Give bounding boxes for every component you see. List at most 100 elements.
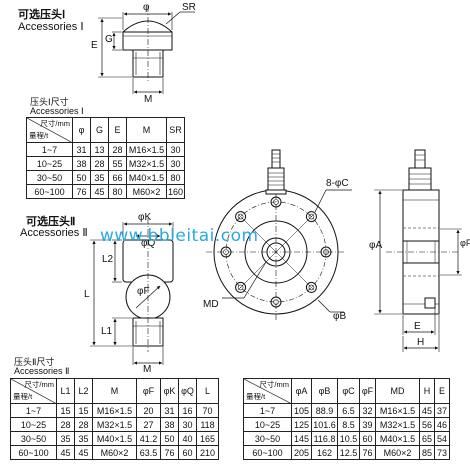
table-cell: 28 xyxy=(108,142,127,157)
cable-gland xyxy=(267,167,285,191)
hole-spec-label: 8-φC xyxy=(326,178,349,189)
table-cell: M40×1.5 xyxy=(126,170,167,185)
range-cell: 60~100 xyxy=(10,445,57,460)
table-row: 10~25 38 28 55 M32×1.5 30 xyxy=(26,156,185,171)
table-cell: M40×1.5 xyxy=(375,431,420,446)
table-2-header: L xyxy=(196,378,219,404)
table-cell: M16×1.5 xyxy=(126,142,167,157)
table-1-header: E xyxy=(108,117,127,143)
table-3-header: φA xyxy=(291,378,312,404)
table-cell: M40×1.5 xyxy=(92,431,137,446)
table-cell: 85 xyxy=(419,445,435,460)
table-cell: 70 xyxy=(196,403,219,418)
table-cell: M60×2 xyxy=(375,445,420,460)
table-cell: 60 xyxy=(178,445,197,460)
table-1-corner-top: 尺寸/mm xyxy=(40,119,70,128)
table-cell: 6.5 xyxy=(337,403,360,418)
table-cell: 105 xyxy=(291,403,312,418)
dim-l2-label: L2 xyxy=(102,254,114,265)
range-cell: 1~7 xyxy=(26,142,73,157)
table-row: 30~50 145 116.8 10.5 60 M40×1.5 65 54 xyxy=(243,431,450,446)
table-2-header: M xyxy=(92,378,137,404)
accessory-2-title-en: Accessories Ⅱ xyxy=(20,227,88,239)
table-cell: 30 xyxy=(166,142,185,157)
table-3-header: MD xyxy=(375,378,420,404)
table-cell: 38 xyxy=(72,156,91,171)
cap-body xyxy=(122,31,173,51)
table-cell: 65 xyxy=(419,431,435,446)
table-2-corner-bottom: 量程/t xyxy=(13,392,33,401)
table-1-caption-en: Accessories Ⅰ xyxy=(30,106,84,116)
table-1-caption-cn: 压头Ⅰ尺寸 xyxy=(30,97,69,107)
table-cell: 73 xyxy=(434,445,450,460)
table-row: 30~50 35 35 M40×1.5 41.2 50 40 165 xyxy=(10,431,219,446)
table-cell: 16 xyxy=(178,403,197,418)
range-cell: 1~7 xyxy=(10,403,57,418)
table-cell: 88.9 xyxy=(311,403,338,418)
table-cell: 39 xyxy=(359,417,376,432)
table-2-header: φQ xyxy=(178,378,197,404)
accessory-1-title-en: Accessories Ⅰ xyxy=(18,21,84,33)
phib-label: φB xyxy=(333,311,347,322)
table-cell: 205 xyxy=(291,445,312,460)
side-e-label: E xyxy=(414,321,421,332)
table-row: 60~100 45 45 M60×2 63.5 76 60 210 xyxy=(10,445,219,460)
table-cell: 31 xyxy=(160,403,179,418)
table-cell: 13 xyxy=(90,142,109,157)
load-cell-table: 尺寸/mm 量程/t φA φB φC φF MD H E 1~7 105 88… xyxy=(243,378,450,460)
table-1-header: SR xyxy=(166,117,185,143)
side-h-label: H xyxy=(417,337,425,348)
side-phif-label: φF xyxy=(460,238,470,248)
table-cell: 50 xyxy=(160,431,179,446)
table-cell: 45 xyxy=(419,403,435,418)
table-cell: 45 xyxy=(74,445,93,460)
table-cell: 12.5 xyxy=(337,445,360,460)
table-2-corner: 尺寸/mm 量程/t xyxy=(10,378,57,404)
table-cell: 60 xyxy=(359,431,376,446)
md-label: MD xyxy=(203,299,219,310)
table-cell: 80 xyxy=(166,170,185,185)
watermark: www.bbleitai.com xyxy=(100,226,259,246)
table-cell: 118 xyxy=(196,417,219,432)
table-cell: 28 xyxy=(56,417,75,432)
dim-phik-label: φK xyxy=(138,212,152,223)
table-3-header: φC xyxy=(337,378,360,404)
table-cell: 66 xyxy=(108,170,127,185)
dim-m-label: M xyxy=(144,94,153,105)
table-cell: M16×1.5 xyxy=(92,403,137,418)
table-cell: 165 xyxy=(196,431,219,446)
table-cell: 30 xyxy=(178,417,197,432)
table-1-corner-bottom: 量程/t xyxy=(29,131,49,140)
table-cell: 63.5 xyxy=(136,445,161,460)
table-cell: 28 xyxy=(90,156,109,171)
table-cell: 37 xyxy=(434,403,450,418)
dim-phiq-label: φQ xyxy=(141,238,156,249)
table-cell: 101.6 xyxy=(311,417,338,432)
range-cell: 60~100 xyxy=(243,445,292,460)
table-row: 60~100 205 162 12.5 76 M60×2 85 73 xyxy=(243,445,450,460)
table-cell: 10.5 xyxy=(337,431,360,446)
range-cell: 30~50 xyxy=(26,170,73,185)
table-cell: 80 xyxy=(108,184,127,199)
table-cell: 45 xyxy=(56,445,75,460)
table-cell: M32×1.5 xyxy=(375,417,420,432)
table-cell: 31 xyxy=(72,142,91,157)
accessory-1-title-cn: 可选压头Ⅰ xyxy=(18,9,66,21)
table-cell: 56 xyxy=(419,417,435,432)
load-cell-side-view xyxy=(374,149,462,352)
table-row: 10~25 28 28 M32×1.5 27 38 30 118 xyxy=(10,417,219,432)
table-cell: 8.5 xyxy=(337,417,360,432)
dim-phi-label: φ xyxy=(143,2,150,13)
table-row: 1~7 15 15 M16×1.5 20 31 16 70 xyxy=(10,403,219,418)
table-cell: 160 xyxy=(166,184,185,199)
phia-label: φA xyxy=(369,240,383,251)
range-cell: 60~100 xyxy=(26,184,73,199)
table-cell: 76 xyxy=(359,445,376,460)
accessory-2-title-cn: 可选压头Ⅱ xyxy=(26,216,76,228)
dim-g-label: G xyxy=(105,34,113,45)
table-row: 1~7 105 88.9 6.5 32 M16×1.5 45 37 xyxy=(243,403,450,418)
load-cell-front-view xyxy=(206,149,352,322)
table-cell: 28 xyxy=(74,417,93,432)
table-cell: 27 xyxy=(136,417,161,432)
